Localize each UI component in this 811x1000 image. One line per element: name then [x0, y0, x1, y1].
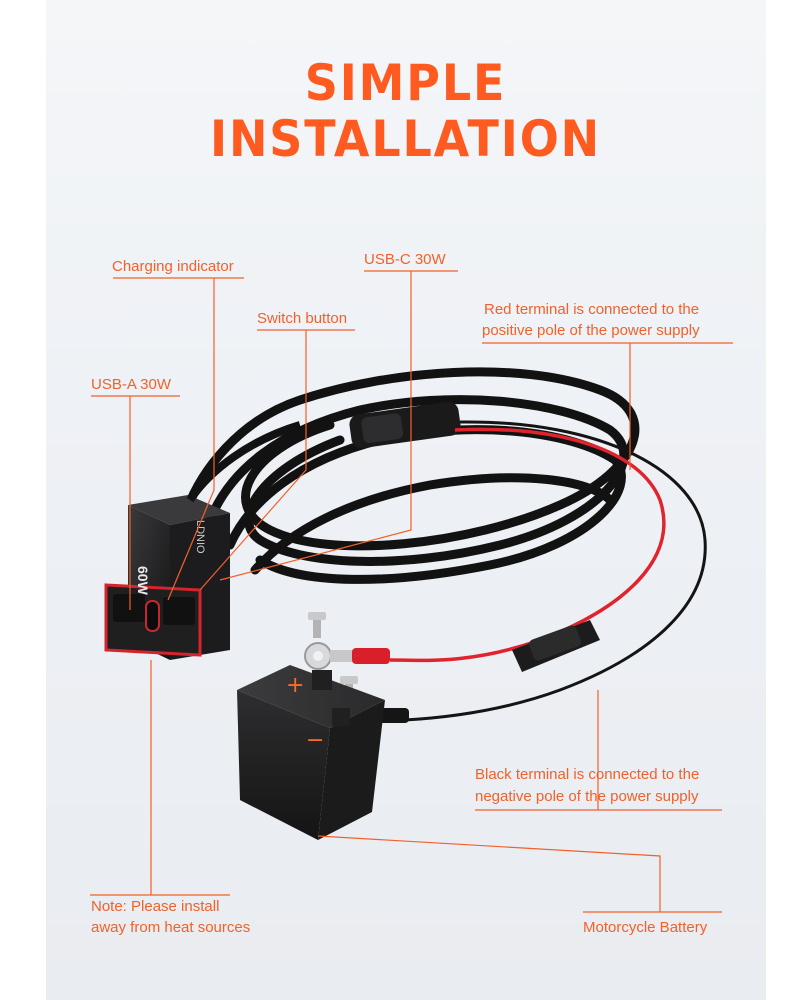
black-wire — [404, 420, 707, 722]
callout-red-terminal-line-1: Red terminal is connected to the — [484, 301, 700, 318]
callout-charging-indicator: Charging indicator — [112, 258, 234, 275]
callout-switch-button: Switch button — [257, 310, 348, 327]
inline-connector — [349, 401, 461, 449]
battery-minus: − — [306, 728, 324, 753]
callout-note-line-1: Note: Please install — [91, 898, 220, 915]
red-ring-terminal — [304, 642, 390, 670]
brand-label: LDNIO — [194, 520, 206, 554]
callout-usb-c: USB-C 30W — [364, 251, 446, 268]
title-line-2: INSTALLATION — [210, 110, 601, 168]
callout-usb-a: USB-A 30W — [91, 376, 172, 393]
usb-charger: 60W LDNIO — [104, 421, 302, 660]
callout-motorcycle-battery: Motorcycle Battery — [583, 919, 708, 936]
callout-black-terminal-line-1: Black terminal is connected to the — [475, 766, 700, 783]
power-label: 60W — [135, 566, 151, 596]
motorcycle-battery: + − — [237, 665, 385, 840]
callout-red-terminal-line-2: positive pole of the power supply — [482, 322, 700, 339]
callout-black-terminal-line-2: negative pole of the power supply — [475, 788, 699, 805]
coiled-cable — [180, 367, 640, 584]
title-line-1: SIMPLE — [304, 54, 507, 112]
battery-plus: + — [286, 673, 304, 698]
callout-lines — [90, 270, 733, 913]
callout-note-line-2: away from heat sources — [91, 919, 251, 936]
red-wire — [389, 427, 666, 663]
fuse-holder — [512, 620, 600, 672]
